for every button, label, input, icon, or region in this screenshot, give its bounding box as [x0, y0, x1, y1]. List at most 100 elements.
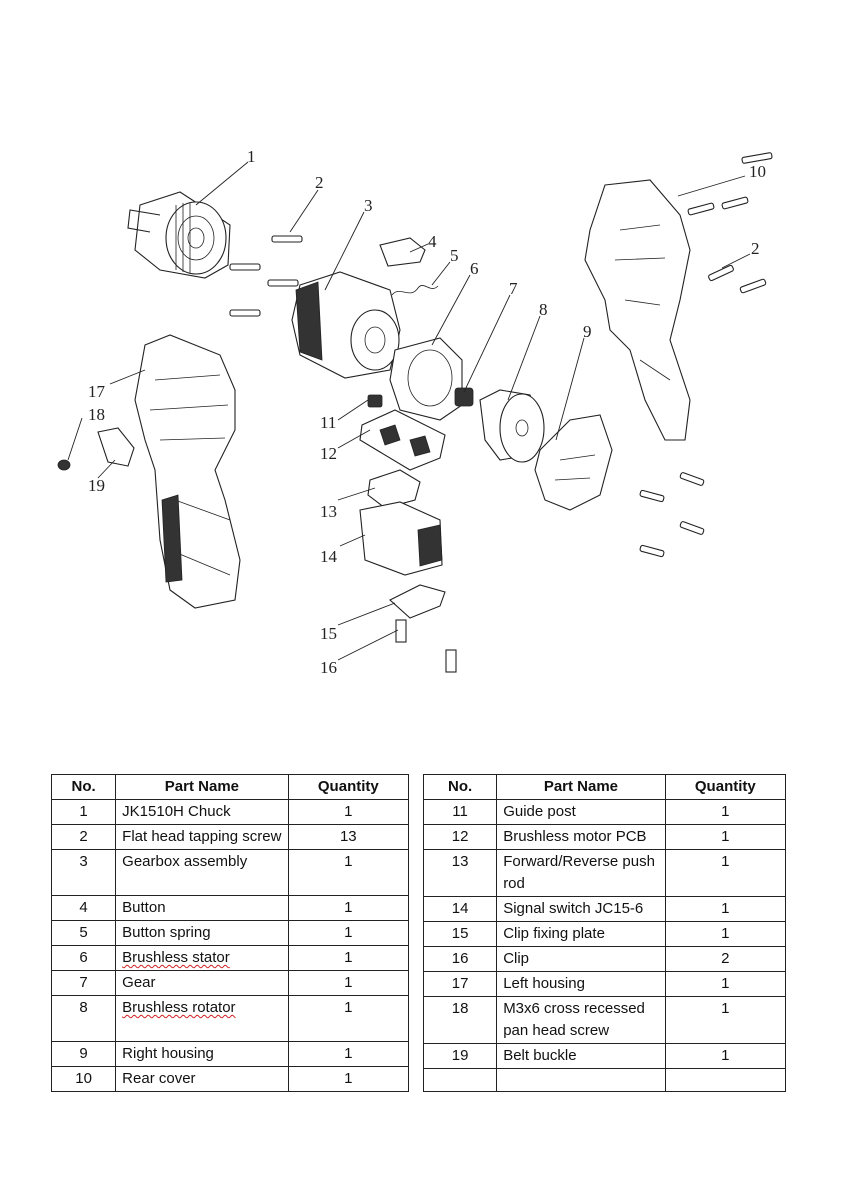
- header-no: No.: [50, 774, 117, 800]
- cell-part-name: Flat head tapping screw: [115, 824, 289, 850]
- part-gear: [454, 387, 474, 407]
- cell-no: 2: [50, 824, 117, 850]
- part-clip-fixing-plate: [389, 584, 446, 619]
- part-rotator: [479, 389, 545, 463]
- part-left-housing: [134, 334, 241, 609]
- cell-no: 6: [50, 945, 117, 971]
- part-stator: [389, 337, 463, 421]
- cell-no: 3: [50, 849, 117, 896]
- cell-no: 18: [422, 996, 498, 1044]
- cell-no: 17: [422, 971, 498, 997]
- cell-quantity: 1: [664, 824, 787, 850]
- cell-part-name: Clip: [496, 946, 666, 972]
- cell-no: 14: [422, 896, 498, 922]
- cell-part-name: JK1510H Chuck: [115, 799, 289, 825]
- table-row: [422, 1068, 787, 1092]
- callout-5: 5: [450, 246, 459, 265]
- cell-part-name: Left housing: [496, 971, 666, 997]
- cell-quantity: 1: [664, 921, 787, 947]
- callout-18: 18: [88, 405, 105, 424]
- part-right-housing: [584, 179, 691, 441]
- table-header-row: No. Part Name Quantity: [422, 774, 787, 800]
- cell-quantity: 1: [664, 971, 787, 997]
- table-header-row: No. Part Name Quantity: [50, 774, 410, 800]
- header-no: No.: [422, 774, 498, 800]
- header-quantity: Quantity: [287, 774, 410, 800]
- cell-part-name: Button: [115, 895, 289, 921]
- cell-quantity: 1: [287, 945, 410, 971]
- cell-part-name: Belt buckle: [496, 1043, 666, 1069]
- cell-part-name: Brushless stator: [115, 945, 289, 971]
- part-guide-post: [367, 394, 383, 408]
- part-gearbox: [291, 271, 401, 379]
- cell-no: 11: [422, 799, 498, 825]
- cell-quantity: 1: [287, 799, 410, 825]
- cell-quantity: 1: [287, 895, 410, 921]
- callout-16: 16: [320, 658, 337, 677]
- cell-no: 10: [50, 1066, 117, 1092]
- cell-no: 5: [50, 920, 117, 946]
- callout-13: 13: [320, 502, 337, 521]
- callout-12: 12: [320, 444, 337, 463]
- cell-quantity: 1: [664, 996, 787, 1044]
- callout-9: 9: [583, 322, 592, 341]
- cell-part-name: M3x6 cross recessed pan head screw: [496, 996, 666, 1044]
- part-chuck: [127, 191, 231, 279]
- callout-19: 19: [88, 476, 105, 495]
- callout-8: 8: [539, 300, 548, 319]
- part-clip-a: [395, 619, 407, 643]
- exploded-parts-diagram: 1 2 3 4 5 6 7 8 9 10 2 11 12 13 14 15 16…: [57, 147, 773, 677]
- cell-no: 19: [422, 1043, 498, 1069]
- part-button: [379, 237, 426, 267]
- cell-no: 13: [422, 849, 498, 897]
- callout-2-right: 2: [751, 239, 760, 258]
- cell-quantity: 1: [287, 995, 410, 1042]
- cell-quantity: 1: [287, 849, 410, 896]
- cell-no: 7: [50, 970, 117, 996]
- cell-part-name: Brushless rotator: [115, 995, 289, 1042]
- cell-quantity: 13: [287, 824, 410, 850]
- cell-part-name: Clip fixing plate: [496, 921, 666, 947]
- part-push-rod: [367, 469, 421, 509]
- leader-lines: [67, 161, 751, 661]
- cell-no: [422, 1068, 498, 1092]
- cell-quantity: 1: [664, 1043, 787, 1069]
- part-signal-switch: [359, 501, 443, 576]
- callout-4: 4: [428, 232, 437, 251]
- callout-1: 1: [247, 147, 256, 166]
- cell-part-name: Button spring: [115, 920, 289, 946]
- cell-part-name: Forward/Reverse push rod: [496, 849, 666, 897]
- callout-3: 3: [364, 196, 373, 215]
- part-belt-buckle: [97, 427, 135, 467]
- callout-6: 6: [470, 259, 479, 278]
- cell-part-name: [496, 1068, 666, 1092]
- cell-part-name: Right housing: [115, 1041, 289, 1067]
- cell-no: 8: [50, 995, 117, 1042]
- part-pcb: [359, 409, 446, 471]
- callout-17: 17: [88, 382, 106, 401]
- callout-14: 14: [320, 547, 338, 566]
- cell-no: 9: [50, 1041, 117, 1067]
- cell-quantity: 1: [287, 1066, 410, 1092]
- part-clip-b: [445, 649, 457, 673]
- cell-quantity: 1: [664, 849, 787, 897]
- callout-7: 7: [509, 279, 518, 298]
- cell-no: 12: [422, 824, 498, 850]
- cell-no: 16: [422, 946, 498, 972]
- callout-10: 10: [749, 162, 766, 181]
